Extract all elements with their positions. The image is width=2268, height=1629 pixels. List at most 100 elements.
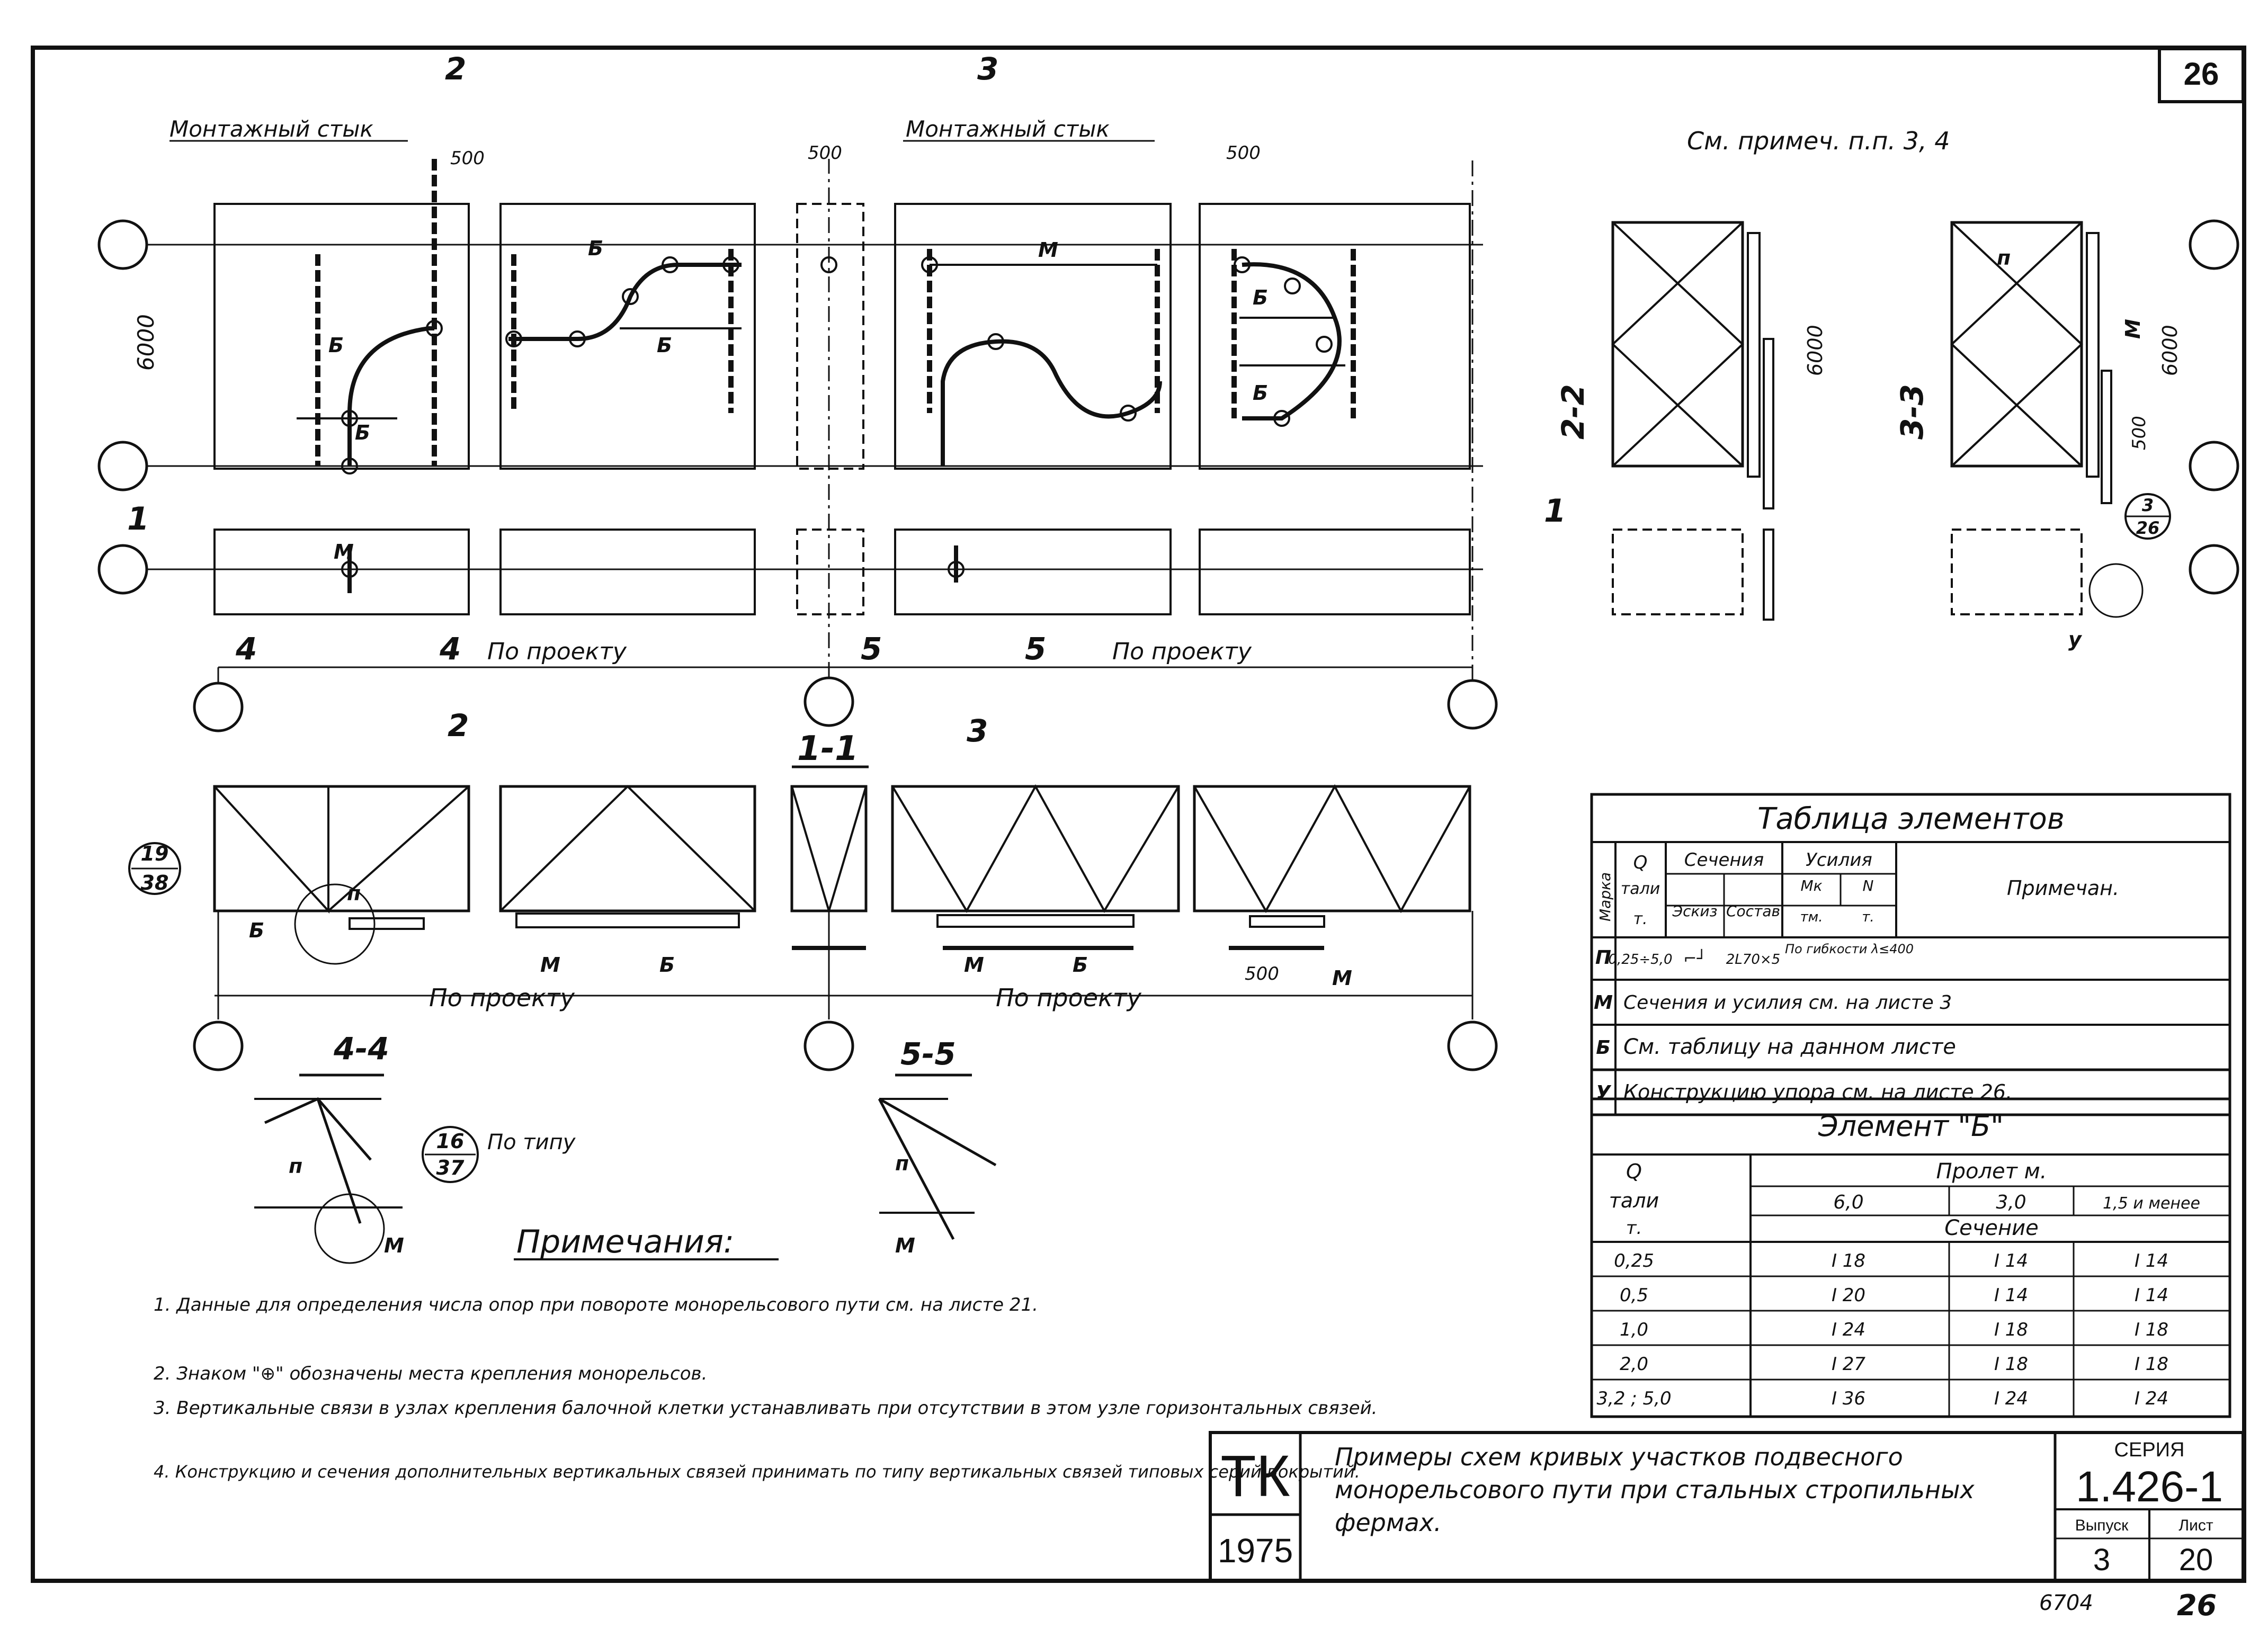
element-b-q-unit: т.	[1626, 1218, 1642, 1239]
page-number: 26	[2184, 56, 2219, 92]
mark-m-plan: М	[1038, 238, 1058, 262]
elements-table-title: Таблица элементов	[1757, 802, 2065, 836]
table-header-force-n: N	[1863, 877, 1874, 894]
element-b-span-15: 1,5 и менее	[2103, 1194, 2200, 1213]
table-header-force-n-unit: т.	[1862, 909, 1874, 925]
element-b-cell: I 18	[1994, 1354, 2028, 1375]
row-b-text: См. таблицу на данном листе	[1623, 1035, 1956, 1059]
stamp-org: ТК	[1220, 1444, 1290, 1509]
element-b-cell: I 18	[2135, 1354, 2168, 1375]
section-2-2-and-3-3: См. примеч. п.п. 3, 4 2-2 6000 3-3 6000 …	[1555, 127, 2182, 651]
table-header-force-m: Мк	[1800, 877, 1822, 894]
mark-b-section: Б	[249, 919, 264, 942]
elements-table: Таблица элементов Марка Q тали т. Сечени…	[1590, 793, 2231, 1116]
cut-mark-4-left: 4	[235, 631, 257, 667]
stamp-series-label: СЕРИЯ	[2114, 1439, 2185, 1461]
row-y-mark: У	[1596, 1082, 1612, 1104]
stamp-sheet-label: Лист	[2178, 1517, 2213, 1534]
row-p-sketch: ⌐┘	[1683, 948, 1706, 968]
archive-number: 6704	[2039, 1591, 2093, 1615]
grid-axis-circle	[2189, 219, 2239, 270]
mark-m-plan: М	[334, 540, 354, 563]
row-m-mark: М	[1594, 992, 1613, 1014]
dim-500-c: 500	[1226, 142, 1261, 164]
mark-p-55: п	[895, 1152, 909, 1175]
element-b-q: Q	[1626, 1160, 1642, 1183]
mark-m-44: М	[384, 1234, 404, 1257]
element-b-cell: I 24	[1832, 1319, 1865, 1340]
section-1-1: 1-1 19 38 По проекту По проекту 500	[128, 729, 1498, 1071]
element-b-section-header: Сечение	[1944, 1216, 2039, 1240]
bottom-page-number: 26	[2177, 1589, 2217, 1622]
section-title-2-2: 2-2	[1555, 384, 1591, 440]
note-2: 2. Знаком "⊕" обозначены места крепления…	[154, 1363, 707, 1384]
callout-37: 37	[436, 1156, 465, 1179]
dim-500-section-3: 500	[2129, 416, 2150, 450]
mark-b-plan: Б	[1253, 381, 1268, 405]
note-1: 1. Данные для определения числа опор при…	[154, 1294, 1038, 1315]
grid-axis-circle	[2189, 544, 2239, 595]
element-b-cell: I 24	[2135, 1388, 2168, 1409]
mark-b-plan: Б	[657, 334, 672, 357]
element-b-cell: I 18	[2135, 1319, 2168, 1340]
mark-b-section: Б	[659, 953, 675, 977]
row-p-q: 0,25÷5,0	[1608, 952, 1672, 968]
callout-26: 26	[2136, 518, 2160, 538]
stamp-year: 1975	[1218, 1532, 1293, 1570]
section-title-3-3: 3-3	[1894, 384, 1930, 440]
cut-mark-2-bottom: 2	[448, 708, 469, 744]
cut-mark-3-bottom: 3	[967, 713, 988, 749]
element-b-cell: 0,25	[1614, 1250, 1654, 1272]
table-header-mark: Марка	[1596, 872, 1614, 921]
stamp-series: 1.426-1	[2076, 1463, 2223, 1511]
po-proektu-plan-left: По проекту	[487, 638, 627, 665]
element-b-cell: I 18	[1994, 1319, 2028, 1340]
mark-y-section-3: у	[2068, 628, 2083, 651]
po-proektu-section-right: По проекту	[996, 983, 1142, 1012]
po-proektu-section-left: По проекту	[429, 983, 575, 1012]
table-header-note: Примечан.	[2007, 876, 2119, 900]
stamp-issue: 3	[2093, 1543, 2110, 1577]
element-b-q-sub: тали	[1609, 1189, 1659, 1212]
section-title-5-5: 5-5	[900, 1036, 956, 1072]
dim-6000-section-2: 6000	[1803, 325, 1827, 376]
cut-mark-1-left: 1	[127, 500, 149, 538]
mark-m-section: М	[1332, 966, 1352, 990]
cut-mark-5-left: 5	[861, 631, 882, 667]
element-b-cell: I 18	[1832, 1250, 1865, 1272]
element-b-cell: I 36	[1832, 1388, 1865, 1409]
callout-19: 19	[141, 842, 169, 865]
table-header-q-unit: т.	[1633, 910, 1647, 928]
see-notes-label: См. примеч. п.п. 3, 4	[1687, 127, 1950, 155]
mark-p-section-3: п	[1997, 246, 2011, 270]
element-b-cell: 0,5	[1620, 1285, 1648, 1306]
mark-p-44: п	[289, 1154, 302, 1178]
mark-m-section: М	[964, 953, 984, 977]
section-title-1-1: 1-1	[797, 729, 859, 768]
po-tipu-label: По типу	[487, 1130, 576, 1154]
table-header-section: Сечения	[1684, 849, 1764, 871]
dim-500-a: 500	[450, 148, 485, 169]
cut-mark-1-right: 1	[1544, 493, 1566, 530]
stamp-issue-label: Выпуск	[2075, 1517, 2129, 1534]
table-header-q: Q	[1633, 852, 1648, 873]
mark-b-section: Б	[1073, 953, 1088, 977]
montage-joint-label-left: Монтажный стык	[169, 116, 373, 142]
po-proektu-plan-right: По проекту	[1112, 638, 1252, 665]
montage-joint-label-right: Монтажный стык	[906, 116, 1110, 142]
callout-3: 3	[2142, 495, 2154, 515]
cut-mark-3-top: 3	[977, 51, 998, 87]
element-b-cell: I 14	[2135, 1250, 2168, 1272]
plan-view: Монтажный стык Монтажный стык 6000 500 5…	[97, 51, 2239, 749]
element-b-cell: I 14	[1994, 1285, 2028, 1306]
table-header-force-m-unit: тм.	[1800, 909, 1823, 925]
mark-m-section: М	[540, 953, 560, 977]
mark-b-plan: Б	[1253, 286, 1268, 309]
dim-6000-section-3: 6000	[2158, 325, 2182, 376]
element-b-span-3: 3,0	[1996, 1192, 2026, 1213]
notes-title: Примечания:	[516, 1223, 734, 1260]
element-b-span-6: 6,0	[1833, 1192, 1863, 1213]
row-b-mark: Б	[1596, 1037, 1610, 1059]
mark-b-plan: Б	[328, 334, 344, 357]
